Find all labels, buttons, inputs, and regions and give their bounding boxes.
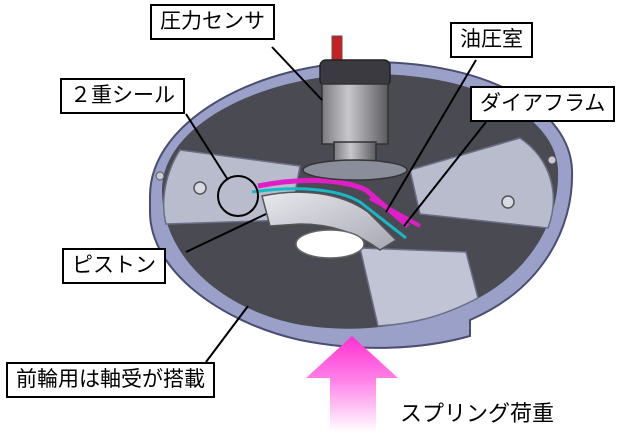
bolt-left (193, 181, 207, 195)
sensor-flange (302, 159, 408, 181)
label-oil-chamber: 油圧室 (450, 22, 533, 58)
label-spring-load: スプリング荷重 (400, 402, 555, 427)
leader-oil-chamber (385, 59, 477, 213)
diaphragm-line (369, 196, 421, 228)
oil-chamber-line (257, 177, 410, 228)
leader-pressure-sensor (271, 46, 323, 101)
label-pressure-sensor: 圧力センサ (150, 4, 275, 40)
piston-hole (295, 229, 365, 259)
sector-right (409, 137, 555, 229)
leader-diaphragm (403, 121, 487, 227)
double-seal-circle (217, 175, 259, 217)
bolt-rim-left (155, 171, 165, 181)
sector-front (359, 247, 479, 327)
bolt-rim-right (547, 155, 557, 165)
label-double-seal: ２重シール (60, 78, 185, 114)
seal-line (251, 187, 407, 240)
leader-front-bearing (205, 305, 249, 363)
piston-body (261, 191, 398, 259)
base-disk (149, 60, 574, 349)
piston-shape (261, 191, 398, 251)
bolt-right (501, 195, 515, 209)
pressure-sensor (302, 35, 408, 181)
sensor-cap (319, 59, 391, 87)
label-diaphragm: ダイアフラム (470, 86, 616, 122)
leader-piston (185, 213, 267, 253)
spring-load-arrow (306, 336, 398, 432)
leader-lines (185, 46, 487, 363)
sensor-body (321, 83, 389, 145)
label-front-wheel-bearing: 前輪用は軸受が搭載 (6, 362, 215, 398)
label-piston: ピストン (62, 248, 166, 284)
leader-double-seal (185, 113, 229, 181)
